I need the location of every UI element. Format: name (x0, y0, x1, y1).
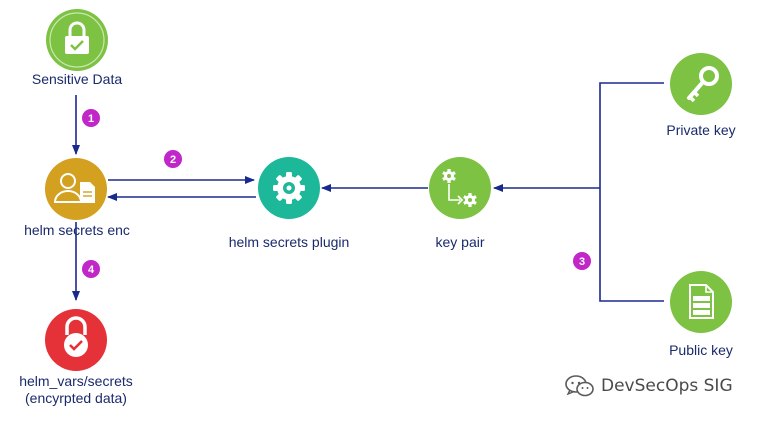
encrypted-data-label: helm_vars/secrets (encyrpted data) (4, 373, 148, 407)
gears-arrow-icon (442, 169, 477, 207)
key-pair-label: key pair (435, 234, 485, 250)
watermark: DevSecOps SIG (565, 374, 733, 398)
key-icon (687, 66, 719, 103)
public-key-label: Public key (669, 342, 733, 358)
step-3-text: 3 (579, 256, 585, 268)
public-key-node (670, 271, 732, 333)
helm-secrets-enc-circle (45, 158, 107, 220)
private-key-label: Private key (666, 122, 736, 138)
wechat-icon (565, 375, 594, 397)
sensitive-data-node (46, 9, 108, 71)
step-badge-4: 4 (82, 260, 100, 278)
step-badge-1: 1 (82, 109, 100, 127)
step-badges: 1 2 3 4 (82, 109, 591, 278)
encrypted-data-label-line2: (encyrpted data) (25, 390, 127, 406)
connectors (72, 82, 664, 302)
step-badge-2: 2 (164, 150, 182, 168)
helm-secrets-enc-label: helm secrets enc (24, 222, 130, 238)
public-key-circle (670, 271, 732, 333)
step-1-text: 1 (88, 113, 94, 125)
encrypted-data-node (45, 309, 107, 371)
step-4-text: 4 (88, 264, 95, 276)
key-pair-circle (429, 157, 491, 219)
lock-check-icon (64, 316, 88, 357)
gear-icon (273, 172, 305, 204)
lock-icon (65, 21, 89, 54)
encrypted-data-label-line1: helm_vars/secrets (19, 373, 133, 389)
key-pair-node (429, 157, 491, 219)
private-key-node (670, 53, 732, 115)
helm-secrets-plugin-node (258, 157, 320, 219)
user-document-icon (53, 173, 95, 203)
sensitive-data-label: Sensitive Data (31, 71, 123, 87)
bracket-keys (599, 82, 664, 302)
watermark-text: DevSecOps SIG (601, 376, 733, 396)
document-server-icon (689, 284, 714, 319)
step-2-text: 2 (170, 154, 176, 166)
helm-secrets-enc-node (45, 158, 107, 220)
helm-secrets-plugin-label: helm secrets plugin (228, 234, 350, 250)
step-badge-3: 3 (573, 252, 591, 270)
